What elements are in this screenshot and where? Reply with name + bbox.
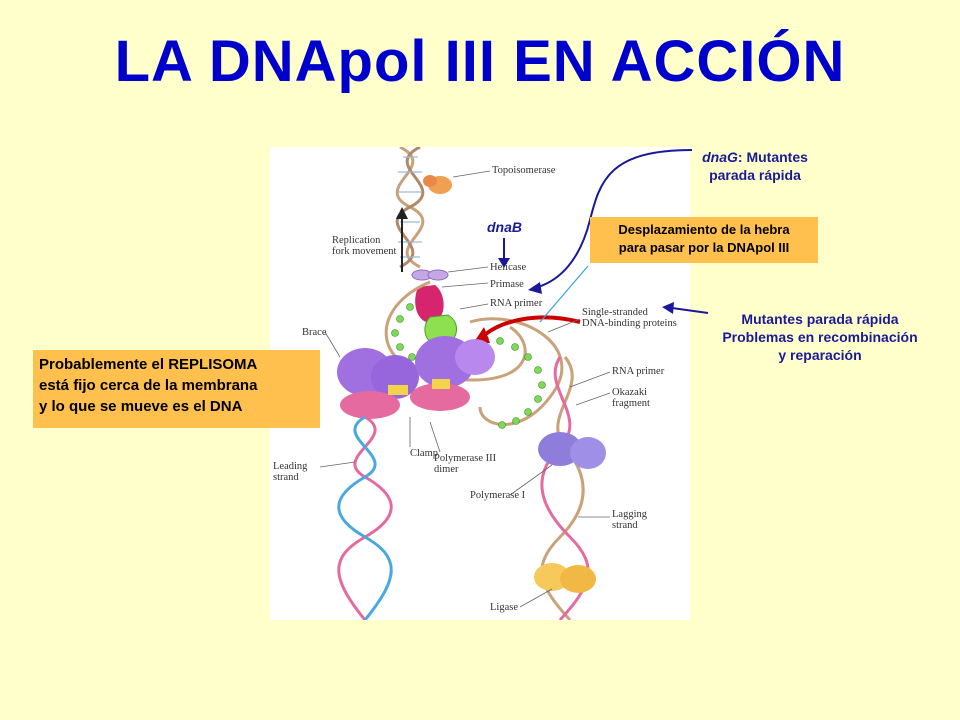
dnab-label: dnaB: [487, 219, 522, 235]
parental-dna-helix: [395, 147, 425, 269]
label-lagging-2: strand: [612, 520, 638, 531]
displacement-line2: para pasar por la DNApol III: [618, 240, 790, 255]
primase-shape: [415, 285, 444, 323]
label-leading-2: strand: [273, 472, 299, 483]
label-pol3-1: Polymerase III: [434, 453, 497, 464]
label-ssb-1: Single-stranded: [582, 307, 648, 318]
label-helicase: Helicase: [490, 262, 527, 273]
dnag-note: dnaG: Mutantes parada rápida: [690, 148, 820, 184]
polymerase-i-shape: [538, 432, 606, 469]
strand-displacement-arrow: [472, 315, 581, 345]
label-rna-primer-top: RNA primer: [490, 298, 543, 309]
leader-lines: [319, 170, 611, 608]
label-replication-1: Replication: [332, 235, 381, 246]
label-pol3-2: dimer: [434, 464, 459, 475]
label-clamp: Clamp: [410, 448, 438, 459]
ssb-note-line1: Mutantes parada rápida: [741, 311, 899, 327]
label-ssb-2: DNA-binding proteins: [582, 318, 677, 329]
replisome-line3: y lo que se mueve es el DNA: [39, 398, 243, 415]
label-primase: Primase: [490, 279, 524, 290]
dnag-note-line2: parada rápida: [709, 167, 801, 183]
dnag-gene-name: dnaG: [702, 149, 738, 165]
polymerase-iii-dimer: [337, 336, 495, 419]
ssb-note: Mutantes parada rápida Problemas en reco…: [700, 310, 940, 364]
ssb-note-line3: y reparación: [778, 347, 862, 363]
ligase-shape: [534, 563, 596, 593]
replisome-line1: Probablemente el REPLISOMA: [39, 356, 258, 373]
topoisomerase-shape: [423, 175, 452, 194]
label-okazaki-2: fragment: [612, 398, 650, 409]
replication-fork-illustration: [319, 147, 611, 620]
replisome-line2: está fijo cerca de la membrana: [39, 377, 258, 394]
page-title: LA DNApol III EN ACCIÓN: [114, 29, 846, 94]
label-rna-primer-lag: RNA primer: [612, 366, 665, 377]
displacement-line1: Desplazamiento de la hebra: [618, 222, 790, 237]
replisome-box: Probablemente el REPLISOMA está fijo cer…: [33, 350, 320, 428]
leading-strand-helix: [337, 415, 393, 620]
label-polymerase-i: Polymerase I: [470, 490, 526, 501]
label-leading-1: Leading: [273, 461, 308, 472]
label-ligase: Ligase: [490, 602, 518, 613]
displacement-box: Desplazamiento de la hebra para pasar po…: [590, 217, 818, 263]
label-replication-2: fork movement: [332, 246, 397, 257]
label-brace: Brace: [302, 327, 327, 338]
replication-direction-arrow: [396, 207, 408, 272]
ssb-note-line2: Problemas en recombinación: [722, 329, 918, 345]
helicase-shape: [411, 269, 449, 281]
label-lagging-1: Lagging: [612, 509, 647, 520]
label-okazaki-1: Okazaki: [612, 387, 647, 398]
dnag-note-line1: : Mutantes: [737, 149, 808, 165]
label-topoisomerase: Topoisomerase: [492, 165, 556, 176]
